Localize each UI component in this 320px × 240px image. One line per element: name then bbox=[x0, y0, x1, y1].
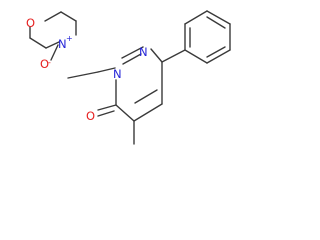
bond-ring-c5-c4-double bbox=[134, 89, 158, 104]
bond-phenyl-link bbox=[161, 49, 186, 63]
bond-n-oxide bbox=[50, 44, 59, 61]
atom-ring-nitrogen-1: N bbox=[139, 45, 148, 59]
bond-morpholine-o-c1 bbox=[44, 11, 62, 22]
bond-morpholine-n-c3 bbox=[45, 41, 60, 49]
bond-linker-c-c bbox=[97, 67, 116, 73]
bond-carbonyl-2 bbox=[97, 110, 115, 117]
bond-linker-n-c bbox=[67, 71, 99, 79]
bond-morpholine-c1-c2 bbox=[60, 11, 77, 22]
atom-labels: O N + O - N N O bbox=[26, 16, 148, 123]
bond-ring-c5-c4 bbox=[133, 103, 163, 122]
bond-phenyl-3 bbox=[206, 10, 231, 25]
bond-ring-n1-n2-double bbox=[122, 53, 142, 65]
n-oxide-charge-minus: - bbox=[48, 58, 51, 67]
bond-morpholine-c3-c4 bbox=[29, 37, 47, 49]
molecule-structure: O N + O - N N O bbox=[26, 10, 231, 145]
atom-n-oxide-oxygen: O bbox=[40, 57, 49, 71]
bond-phenyl-6 bbox=[184, 49, 208, 64]
atom-morpholine-nitrogen: N bbox=[58, 37, 67, 51]
atom-morpholine-oxygen: O bbox=[26, 16, 35, 30]
bond-ring-n1-c6 bbox=[150, 48, 163, 63]
bond-carbonyl-1 bbox=[97, 104, 117, 111]
bonds bbox=[29, 10, 231, 145]
bond-phenyl-3-inner bbox=[206, 16, 226, 29]
bond-phenyl-5-inner bbox=[206, 46, 226, 58]
structure-diagram: O N + O - N N O bbox=[26, 10, 231, 145]
bond-ring-c4-c3 bbox=[115, 104, 135, 122]
n-oxide-charge-plus: + bbox=[66, 34, 73, 43]
bond-ring-n2-n1 bbox=[121, 46, 144, 59]
atom-ring-nitrogen-2: N bbox=[113, 67, 122, 81]
bond-phenyl-2 bbox=[184, 10, 208, 25]
bond-phenyl-5 bbox=[206, 49, 231, 64]
atom-carbonyl-oxygen: O bbox=[86, 109, 95, 123]
